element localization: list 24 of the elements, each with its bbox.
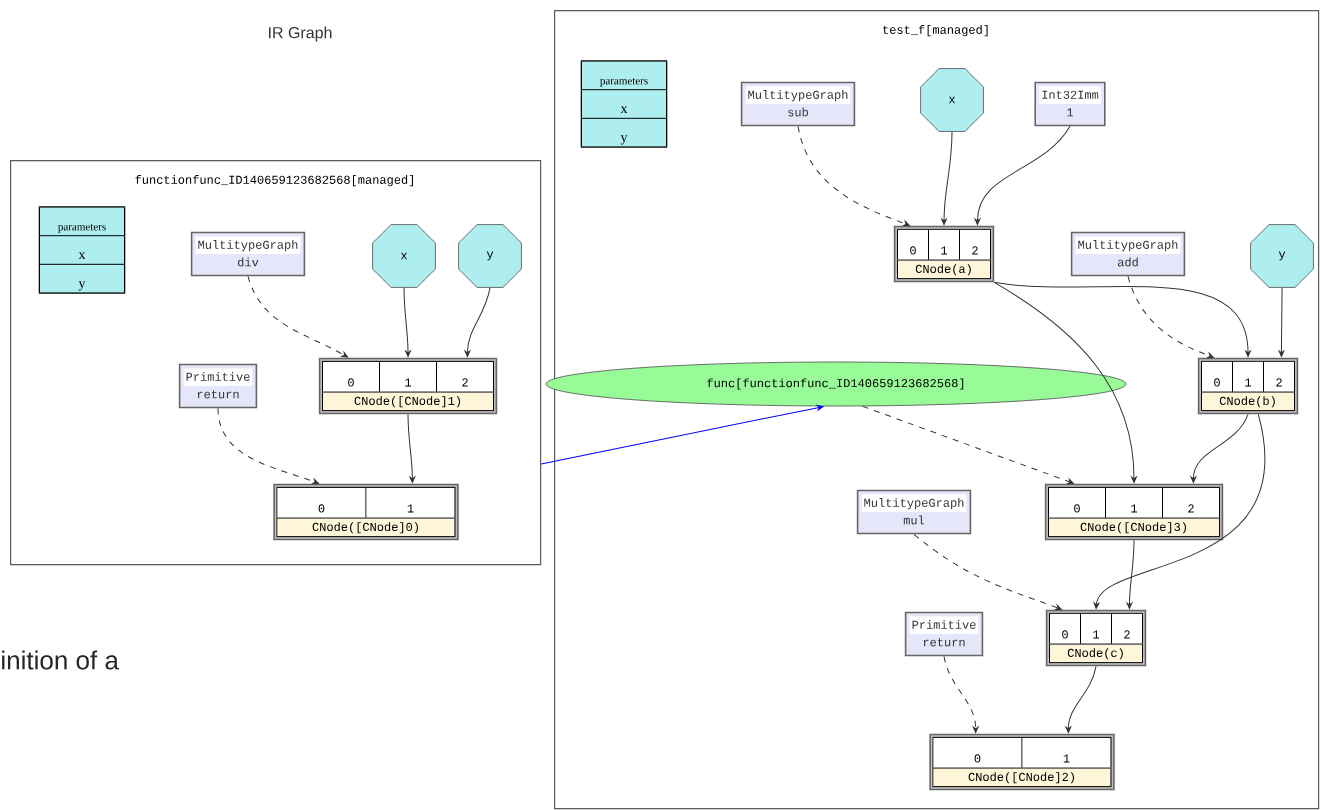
arrow <box>941 131 953 225</box>
arrow <box>1190 413 1249 483</box>
arrow <box>993 281 1251 357</box>
arrow <box>974 125 1071 225</box>
arrow <box>1127 275 1214 359</box>
arrow <box>247 275 348 358</box>
cluster-box <box>554 10 1320 810</box>
arrow <box>217 407 319 485</box>
arrow <box>993 281 1137 483</box>
arrow <box>1278 287 1285 357</box>
arrow <box>403 287 411 357</box>
arrow <box>464 287 491 357</box>
arrow <box>943 655 979 733</box>
arrow <box>797 125 910 227</box>
arrow <box>540 404 824 465</box>
arrow <box>1093 413 1266 609</box>
arrow <box>862 405 1074 485</box>
cluster-box <box>10 160 542 566</box>
arrow <box>1065 665 1097 733</box>
slide-text: inition of a <box>2 650 119 670</box>
arrow <box>1126 539 1135 609</box>
arrow <box>913 533 1062 611</box>
title: IR Graph <box>269 26 332 42</box>
arrow <box>407 413 416 483</box>
